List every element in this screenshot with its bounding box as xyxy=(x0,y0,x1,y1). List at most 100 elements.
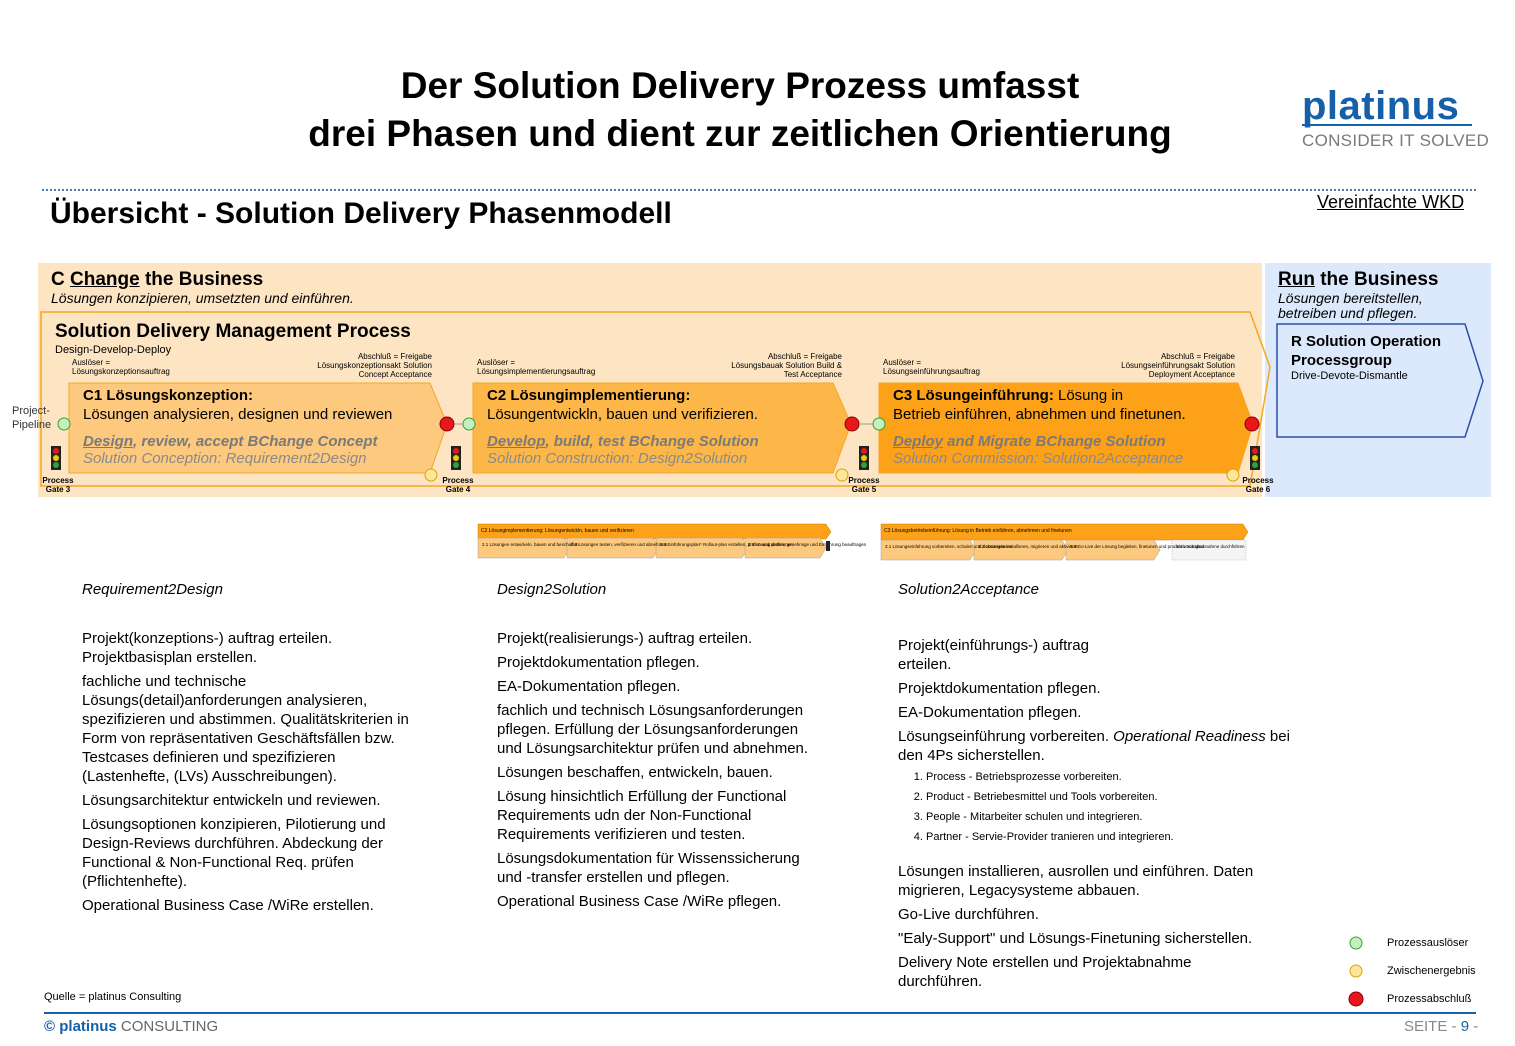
mini-diagram-c3: C3 Lösungsbetriebeinführung: Lösung in B… xyxy=(880,523,1249,563)
list-item: Product - Betriebesmittel und Tools vorb… xyxy=(926,787,1298,807)
c1-description: Lösungen analysieren, designen und revie… xyxy=(83,406,393,423)
list-item: People - Mitarbeiter schulen und integri… xyxy=(926,807,1298,827)
mini-c2-step-2: 2.2 Lösungen testen, verifizieren und ab… xyxy=(571,542,668,547)
c3-completion-label: Abschluß = Freigabe Lösungseinführungsak… xyxy=(1121,352,1235,379)
col1-item: Lösungsarchitektur entwickeln und review… xyxy=(82,792,381,809)
col2-item: Lösungen beschaffen, entwickeln, bauen. xyxy=(497,764,773,781)
phase-c3-content: C3 Lösungeinführung: Lösung in Betrieb e… xyxy=(893,386,1238,467)
trigger-marker-c1 xyxy=(57,417,71,431)
c1-completion-label: Abschluß = Freigabe Lösungskonzeptionsak… xyxy=(317,352,432,379)
c3-title: C3 Lösungeinführung: Lösung in xyxy=(893,387,1124,404)
intermediate-marker-c2 xyxy=(835,468,849,482)
mini-c3-step-2: 3.2 Lösungen installieren, migrieren und… xyxy=(978,544,1079,549)
legend-intermediate-icon xyxy=(1349,964,1363,978)
traffic-light-icon-gate4 xyxy=(451,446,461,470)
c2-description: Lösungentwickln, bauen und verifizieren. xyxy=(487,406,759,423)
project-pipeline-label: Project-Pipeline xyxy=(12,405,52,431)
logo-tagline: CONSIDER IT SOLVED xyxy=(1302,131,1490,150)
col1-item: Operational Business Case /WiRe erstelle… xyxy=(82,897,374,914)
gate-6-label: Process Gate 6 xyxy=(1242,476,1274,494)
run-business-title: Run the Business xyxy=(1278,269,1439,290)
completion-marker-c2 xyxy=(844,416,860,432)
gate-4-label: Process Gate 4 xyxy=(442,476,474,494)
c3-subtitle: Solution Commission: Solution2Acceptance xyxy=(893,450,1184,467)
r-process-arrow xyxy=(1276,323,1484,438)
mini-c2-header: C2 Lösungimplementierung: Lösungentwickl… xyxy=(481,528,634,534)
trigger-marker-c3 xyxy=(872,417,886,431)
c2-trigger-label: Auslöser = Lösungsimplementierungsauftra… xyxy=(477,358,596,376)
change-business-title: C Change the Business xyxy=(51,269,264,290)
col3-readiness: Lösungseinführung vorbereiten. Operation… xyxy=(898,728,1290,764)
r-process-title: R Solution Operation Processgroup xyxy=(1291,333,1441,369)
sdm-process-arrow xyxy=(40,311,1271,487)
logo-underline xyxy=(1302,124,1472,126)
phase-c1-content: C1 Lösungskonzeption: Lösungen analysier… xyxy=(83,386,433,467)
col3-item: Projektdokumentation pflegen. xyxy=(898,680,1101,697)
gate-5-label: Process Gate 5 xyxy=(848,476,880,494)
intermediate-marker-c3 xyxy=(1226,468,1240,482)
platinus-logo: platinus xyxy=(1302,84,1460,128)
run-business-description: Lösungen bereitstellen, betreiben und pf… xyxy=(1278,290,1423,321)
phase-c2-content: C2 Lösungimplementierung: Lösungentwickl… xyxy=(487,386,837,467)
mini-c3-step-4: 3.4 Lösungsabnahme durchführen xyxy=(1176,544,1245,549)
col2-item: Projekt(realisierungs-) auftrag erteilen… xyxy=(497,630,753,647)
c1-phase-arrow xyxy=(68,382,448,474)
col3-item: Delivery Note erstellen und Projektabnah… xyxy=(898,954,1192,990)
simplified-wkd-link[interactable]: Vereinfachte WKD xyxy=(1317,192,1465,212)
col2-item: EA-Dokumentation pflegen. xyxy=(497,678,681,695)
col3-heading: Solution2Acceptance xyxy=(898,581,1039,598)
footer-brand: © platinus CONSULTING xyxy=(44,1018,219,1035)
page-title: Der Solution Delivery Prozess umfasst dr… xyxy=(308,65,1172,154)
col3-item: "Ealy-Support" und Lösungs-Finetuning si… xyxy=(898,930,1253,947)
col2-heading: Design2Solution xyxy=(497,581,607,598)
c2-link[interactable]: Develop, build, test BChange Solution xyxy=(487,433,759,450)
r-process-subtitle: Drive-Devote-Dismantle xyxy=(1291,370,1408,382)
mini-c2-step-4: 2.4 Lösung prüfen, genehmige und Einführ… xyxy=(748,542,867,547)
column-requirement2design: Requirement2Design Projekt(konzeptions-)… xyxy=(82,580,422,920)
c3-trigger-label: Auslöser = Lösungseinführungsauftrag xyxy=(883,358,980,376)
c3-description: Betrieb einführen, abnehmen und finetune… xyxy=(893,406,1186,423)
col3-item: Go-Live durchführen. xyxy=(898,906,1039,923)
legend-trigger-icon xyxy=(1349,936,1363,950)
mini-c3-step-3: 3.3 Go-Live der Lösung begleiten, finetu… xyxy=(1070,544,1204,549)
run-business-header: Run the Business Lösungen bereitstellen,… xyxy=(1278,269,1478,321)
list-item: Process - Betriebsprozesse vorbereiten. xyxy=(926,767,1298,787)
sdm-title: Solution Delivery Management Process xyxy=(55,321,411,342)
col1-item: Lösungsoptionen konzipieren, Pilotierung… xyxy=(82,816,386,890)
completion-marker-c1 xyxy=(439,416,455,432)
col1-heading: Requirement2Design xyxy=(82,581,223,598)
col3-item: Projekt(einführungs-) auftrag erteilen. xyxy=(898,637,1089,673)
c1-link[interactable]: Design, review, accept BChange Concept xyxy=(83,433,378,450)
legend-trigger-label: Prozessauslöser xyxy=(1387,937,1469,949)
mini-c3-step-1: 3.1 Lösungseinführung vorbereiten, schul… xyxy=(885,544,1013,549)
mini-c3-header: C3 Lösungsbetriebeinführung: Lösung in B… xyxy=(884,528,1072,534)
c2-completion-label: Abschluß = Freigabe Lösungsbauak Solutio… xyxy=(731,352,842,379)
traffic-light-icon-gate6 xyxy=(1250,446,1260,470)
sdm-subtitle: Design-Develop-Deploy xyxy=(55,344,172,356)
traffic-light-icon-gate3 xyxy=(51,446,61,470)
mini-c2-step-3: 2.3 Einführungsplan* Rollout-plan erstel… xyxy=(660,542,793,547)
page-number: SEITE - 9 - xyxy=(1404,1018,1479,1035)
col2-item: Lösungsdokumentation für Wissenssicherun… xyxy=(497,850,800,886)
col2-item: Operational Business Case /WiRe pflegen. xyxy=(497,893,782,910)
change-business-description: Lösungen konzipieren, umsetzten und einf… xyxy=(51,290,354,306)
c2-subtitle: Solution Construction: Design2Solution xyxy=(487,450,748,467)
c3-phase-arrow xyxy=(878,382,1254,474)
change-business-header: C Change the Business Lösungen konzipier… xyxy=(51,269,354,306)
trigger-marker-c2 xyxy=(462,417,476,431)
intermediate-marker-c1 xyxy=(424,468,438,482)
mini-diagram-c2: C2 Lösungimplementierung: Lösungentwickl… xyxy=(477,515,867,563)
col1-item: Projekt(konzeptions-) auftrag erteilen. … xyxy=(82,630,333,666)
col3-item: EA-Dokumentation pflegen. xyxy=(898,704,1082,721)
legend-intermediate-label: Zwischenergebnis xyxy=(1387,965,1476,977)
col3-item: Lösungen installieren, ausrollen und ein… xyxy=(898,863,1254,899)
legend-completion-icon xyxy=(1348,991,1364,1007)
col3-4ps-list: Process - Betriebsprozesse vorbereiten. … xyxy=(926,767,1298,847)
c1-subtitle: Solution Conception: Requirement2Design xyxy=(83,450,367,467)
c3-link[interactable]: Deploy and Migrate BChange Solution xyxy=(893,433,1166,450)
col2-item: fachlich und technisch Lösungsanforderun… xyxy=(497,702,809,757)
col2-item: Projektdokumentation pflegen. xyxy=(497,654,700,671)
column-design2solution: Design2Solution Projekt(realisierungs-) … xyxy=(497,580,827,916)
c1-trigger-label: Auslöser = Lösungskonzeptionsauftrag xyxy=(72,358,170,376)
